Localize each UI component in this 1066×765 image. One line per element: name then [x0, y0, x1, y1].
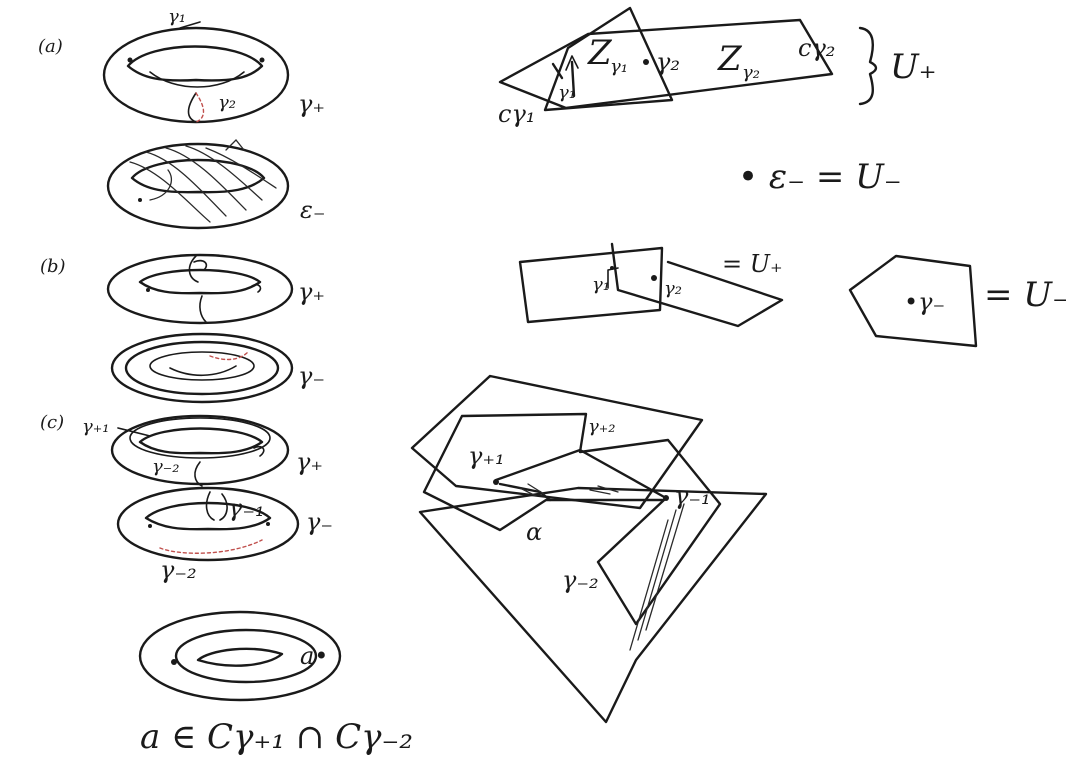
u-plus-a: U₊ [890, 47, 937, 87]
torus-c-point-a: a• [300, 642, 328, 670]
torus-c-gamma-minus: γ₋ [306, 508, 333, 536]
torus-a-gamma1: γ₁ [168, 6, 186, 27]
u-minus-b: = U₋ [984, 275, 1066, 315]
plane-z1-sub: γ₁ [610, 56, 628, 77]
brace-u-plus [860, 28, 876, 104]
plane-c-gamma-plus1: γ₊₁ [468, 442, 505, 470]
torus-c-gamma-plus1: γ₊₁ [82, 416, 109, 437]
panel-b-tag: (b) [40, 256, 66, 277]
u-plus-b: = U₊ [722, 250, 783, 278]
torus-b-bottom [112, 334, 292, 402]
plane-c-alpha: α [526, 518, 542, 546]
torus-b-gamma-minus: γ₋ [298, 362, 325, 390]
torus-a-eps-minus: ε₋ [300, 196, 326, 224]
plane-gamma2: γ₂ [656, 48, 680, 76]
plane-c-gamma2: cγ₂ [798, 34, 835, 62]
plane-z2-sub: γ₂ [742, 62, 760, 83]
torus-c-gamma-minus1: γ₋₁ [228, 494, 265, 522]
torus-a-top [104, 22, 288, 122]
plane-c-gamma-plus2: γ₊₂ [588, 416, 615, 437]
caption-c: a ∈ Cγ₊₁ ∩ Cγ₋₂ [140, 717, 413, 757]
plane-b-gamma1: γ₁ [592, 274, 610, 295]
plane-z2: Z [717, 39, 743, 79]
torus-c-gamma-minus2b: γ₋₂ [160, 556, 197, 584]
torus-a-gamma2: γ₂ [218, 92, 236, 113]
panel-c-tag: (c) [40, 412, 64, 433]
plane-gamma1: γ₁ [558, 82, 576, 103]
torus-a-bottom [108, 140, 288, 228]
torus-c-gamma-minus2: γ₋₂ [152, 456, 179, 477]
plane-c-gamma-minus2: γ₋₂ [562, 566, 599, 594]
torus-a-gamma-plus: γ₊ [298, 90, 325, 118]
panel-a-tag: (a) [38, 36, 63, 57]
plane-c-gamma-minus1: γ₋₁ [674, 482, 711, 510]
torus-b-top [108, 255, 292, 323]
torus-c-top [112, 416, 288, 486]
plane-b-gamma2: γ₂ [664, 278, 682, 299]
torus-b-gamma-plus: γ₊ [298, 278, 325, 306]
eps-minus-eq: • ε₋ = U₋ [738, 157, 902, 197]
torus-c-bottom [118, 488, 298, 560]
plane-c-gamma1: cγ₁ [498, 100, 535, 128]
torus-c-gamma-plus: γ₊ [296, 448, 323, 476]
pentagon-gamma-minus: •γ₋ [904, 288, 945, 316]
